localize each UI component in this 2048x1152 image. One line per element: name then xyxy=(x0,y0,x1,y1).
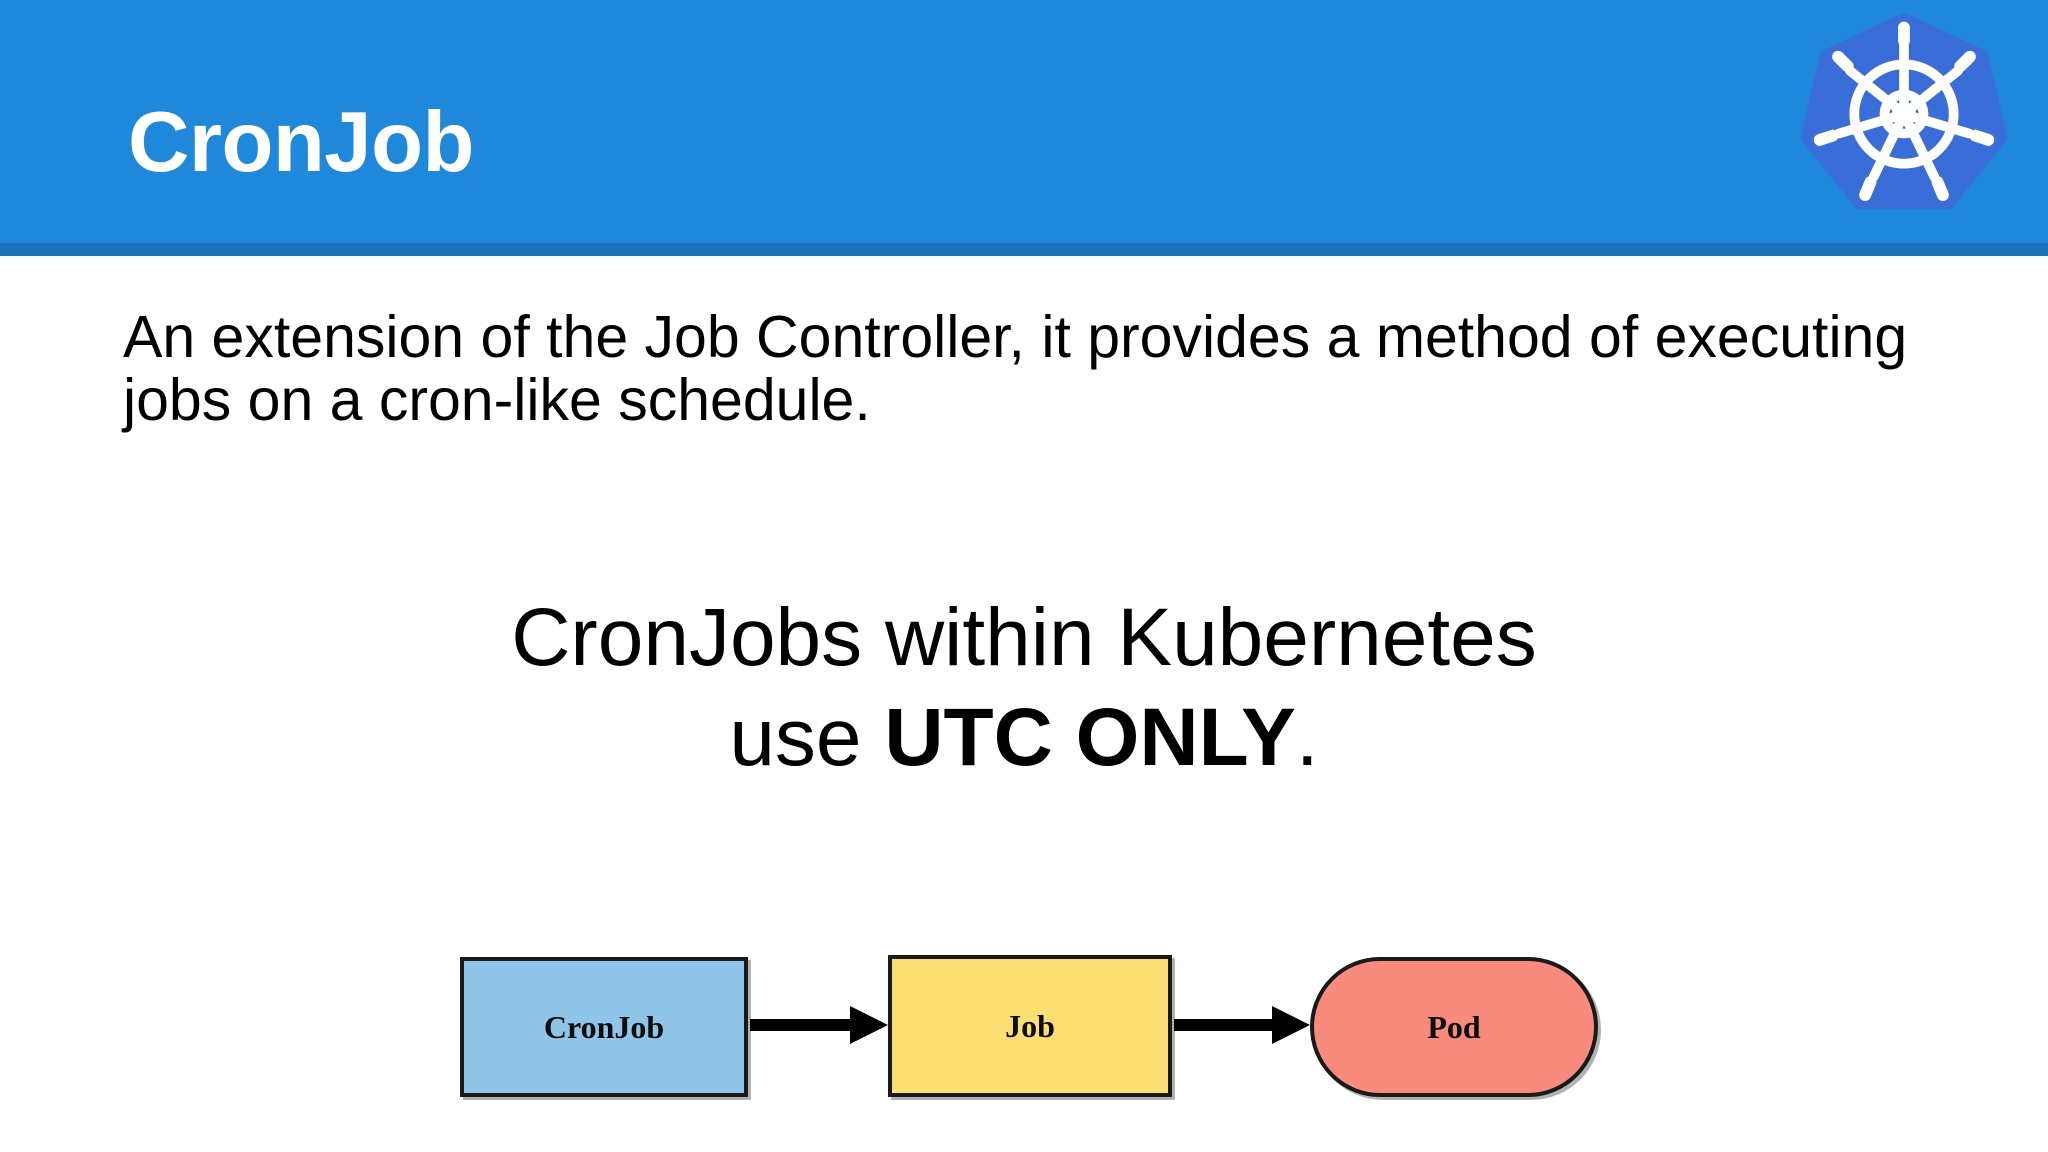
diagram-node-job: Job xyxy=(888,955,1172,1097)
diagram-node-cronjob: CronJob xyxy=(460,957,748,1097)
kubernetes-logo xyxy=(1796,6,2012,222)
ship-wheel-handles-icon xyxy=(1813,21,1995,201)
arrow-head-icon xyxy=(850,1006,888,1044)
ship-wheel-hub-icon xyxy=(1892,102,1916,126)
callout-line-2-prefix: use xyxy=(729,692,885,784)
diagram-node-cronjob-label: CronJob xyxy=(543,1008,665,1045)
callout-block: CronJobs within Kubernetes use UTC ONLY. xyxy=(0,588,2048,788)
diagram-node-pod: Pod xyxy=(1310,957,1598,1097)
diagram-node-pod-label: Pod xyxy=(1427,1008,1481,1045)
slide-header-band xyxy=(0,0,2048,243)
callout-line-2: use UTC ONLY. xyxy=(0,688,2048,788)
callout-line-1: CronJobs within Kubernetes xyxy=(511,592,1537,683)
flow-diagram: CronJob Job Pod xyxy=(0,940,2048,1120)
arrow-shaft-icon xyxy=(750,1019,850,1031)
diagram-arrow-job-to-pod xyxy=(1174,1006,1310,1044)
diagram-arrow-cronjob-to-job xyxy=(750,1006,888,1044)
diagram-node-job-label: Job xyxy=(1005,1007,1055,1044)
body-paragraph: An extension of the Job Controller, it p… xyxy=(123,304,1908,433)
arrow-head-icon xyxy=(1272,1006,1310,1044)
arrow-shaft-icon xyxy=(1174,1019,1272,1031)
callout-line-2-suffix: . xyxy=(1295,692,1319,784)
callout-emphasis-utc-only: UTC ONLY xyxy=(884,692,1296,784)
page-title: CronJob xyxy=(128,95,474,190)
slide-header-underline xyxy=(0,243,2048,256)
